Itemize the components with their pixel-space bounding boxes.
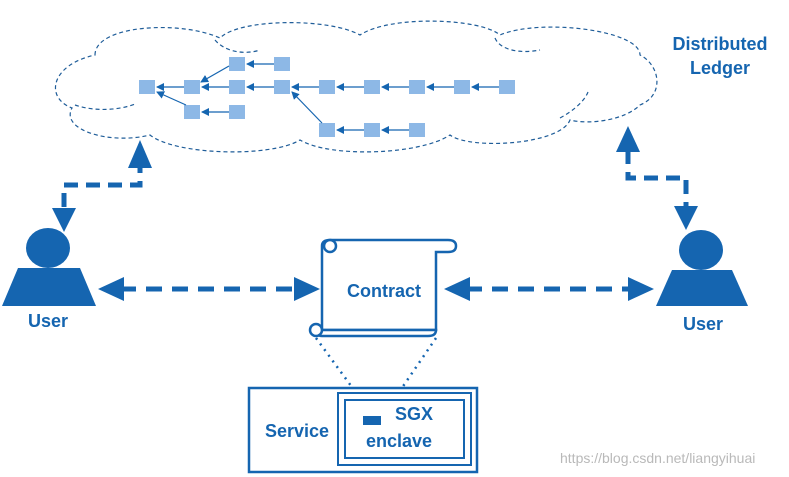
watermark: https://blog.csdn.net/liangyihuai	[560, 450, 756, 466]
enclave-label: enclave	[366, 431, 433, 451]
left-user-ledger-connector	[52, 140, 152, 232]
left-user-contract-arrow	[98, 277, 320, 301]
left-user-label: User	[27, 311, 69, 331]
blockchain-links	[156, 60, 499, 134]
enclave-contract-chip	[363, 416, 381, 425]
contract-label: Contract	[346, 281, 421, 301]
service-label: Service	[265, 421, 330, 441]
ledger-label-line1: Distributed	[672, 34, 768, 54]
distributed-ledger-label: Distributed Ledger	[655, 32, 785, 80]
sgx-label: SGX	[395, 404, 434, 424]
ledger-label-line2: Ledger	[689, 58, 750, 78]
right-user-ledger-connector	[616, 126, 698, 230]
left-user-icon	[2, 228, 96, 306]
blockchain-blocks	[139, 57, 515, 137]
sgx-enclave-box	[337, 392, 472, 466]
right-user-icon	[656, 230, 748, 306]
distributed-ledger-cloud	[55, 20, 658, 153]
contract-right-user-arrow	[444, 277, 654, 301]
contract-scroll	[308, 238, 458, 338]
right-user-label: User	[682, 314, 724, 334]
